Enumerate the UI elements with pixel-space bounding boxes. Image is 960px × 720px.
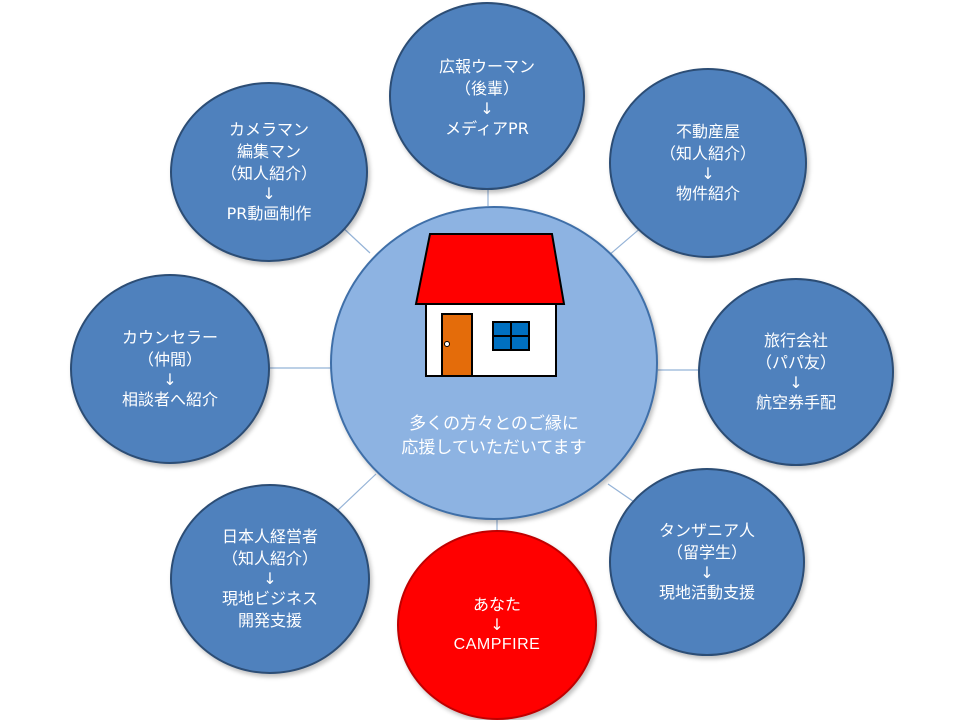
node-relation: （パパ友）: [755, 353, 836, 372]
arrow-down-icon: ↓: [789, 373, 803, 392]
arrow-down-icon: ↓: [163, 370, 177, 389]
node-relation: （知人紹介）: [659, 144, 756, 163]
center-message-line: 応援していただいてます: [401, 438, 587, 458]
node-relation: （仲間）: [137, 350, 202, 369]
node-label: 旅行会社: [763, 331, 828, 350]
node-japanese-executive: 日本人経営者 （知人紹介） ↓ 現地ビジネス 開発支援: [170, 484, 370, 674]
node-label: カメラマン: [228, 120, 309, 139]
node-label: 不動産屋: [675, 122, 740, 141]
node-real-estate: 不動産屋 （知人紹介） ↓ 物件紹介: [609, 68, 807, 258]
node-result: CAMPFIRE: [453, 636, 541, 653]
house-roof: [414, 233, 566, 305]
arrow-down-icon: ↓: [701, 164, 715, 183]
connector-top-right: [607, 225, 644, 257]
door-knob: [444, 341, 450, 347]
arrow-down-icon: ↓: [480, 99, 494, 118]
node-tanzanian: タンザニア人 （留学生） ↓ 現地活動支援: [609, 468, 805, 656]
node-result: 現地活動支援: [658, 583, 755, 602]
node-result: PR動画制作: [226, 204, 312, 223]
house-door: [441, 313, 473, 377]
node-result: 物件紹介: [675, 184, 740, 203]
node-counselor: カウンセラー （仲間） ↓ 相談者へ紹介: [70, 274, 270, 464]
arrow-down-icon: ↓: [262, 184, 276, 203]
node-relation: （知人紹介）: [221, 549, 318, 568]
center-message-line: 多くの方々とのご縁に: [409, 414, 579, 434]
node-label: 広報ウーマン: [438, 57, 535, 76]
node-label: 編集マン: [236, 142, 301, 161]
node-result: 相談者へ紹介: [121, 390, 218, 409]
arrow-down-icon: ↓: [700, 563, 714, 582]
node-relation: （知人紹介）: [220, 164, 317, 183]
arrow-down-icon: ↓: [490, 615, 504, 634]
node-travel-agency: 旅行会社 （パパ友） ↓ 航空券手配: [698, 278, 894, 466]
node-label: タンザニア人: [658, 521, 755, 540]
node-label: 日本人経営者: [221, 527, 318, 546]
node-label: カウンセラー: [121, 328, 218, 347]
node-result: 開発支援: [237, 611, 302, 630]
connectors: [270, 190, 700, 532]
arrow-down-icon: ↓: [263, 569, 277, 588]
center-message: 多くの方々とのご縁に 応援していただいてます: [344, 412, 644, 460]
node-cameraman: カメラマン 編集マン （知人紹介） ↓ PR動画制作: [170, 82, 368, 262]
node-relation: （後輩）: [454, 79, 519, 98]
node-result: 航空券手配: [755, 393, 836, 412]
node-you-campfire: あなた ↓ CAMPFIRE: [397, 530, 597, 720]
node-result: メディアPR: [445, 119, 529, 138]
node-result: 現地ビジネス: [221, 589, 318, 608]
node-label: あなた: [472, 595, 521, 614]
house-icon: [414, 233, 566, 377]
node-relation: （留学生）: [666, 543, 747, 562]
node-pr-woman: 広報ウーマン （後輩） ↓ メディアPR: [389, 2, 585, 190]
connector-bottom-left: [337, 473, 377, 511]
